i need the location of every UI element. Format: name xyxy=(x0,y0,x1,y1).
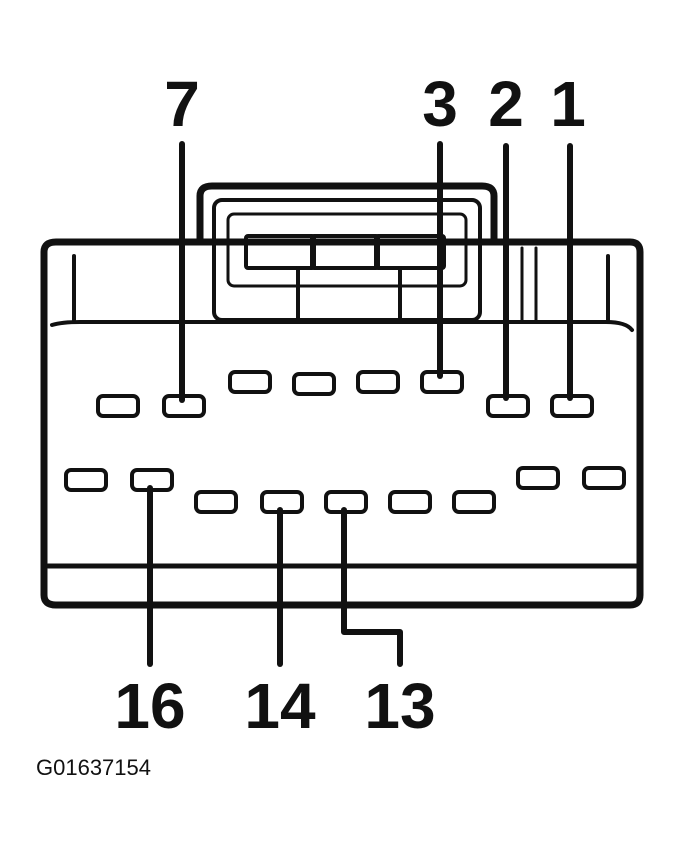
pin-cavity xyxy=(452,490,496,514)
pin-label-16: 16 xyxy=(114,670,185,742)
pin-label-14: 14 xyxy=(244,670,316,742)
pin-cavity xyxy=(64,468,108,492)
pin-label-13: 13 xyxy=(364,670,435,742)
pin-label-2: 2 xyxy=(488,68,524,140)
pin-label-1: 1 xyxy=(550,68,586,140)
pin-cavity xyxy=(582,466,626,490)
pin-label-3: 3 xyxy=(422,68,458,140)
pin-number-labels: 7 3 2 1 16 14 13 xyxy=(114,68,585,742)
upper-pin-row xyxy=(96,370,594,418)
pin-cavity xyxy=(96,394,140,418)
pin-cavity xyxy=(228,370,272,394)
pin-cavity xyxy=(194,490,238,514)
leader-lines xyxy=(147,141,573,667)
pin-cavity xyxy=(292,372,336,396)
connector-locking-tab xyxy=(196,182,498,324)
pin-cavity xyxy=(388,490,432,514)
pin-cavity xyxy=(356,370,400,394)
figure-id-caption: G01637154 xyxy=(36,755,151,780)
pin-cavity xyxy=(516,466,560,490)
leader-line-13 xyxy=(341,507,403,667)
pin-label-7: 7 xyxy=(164,68,200,140)
